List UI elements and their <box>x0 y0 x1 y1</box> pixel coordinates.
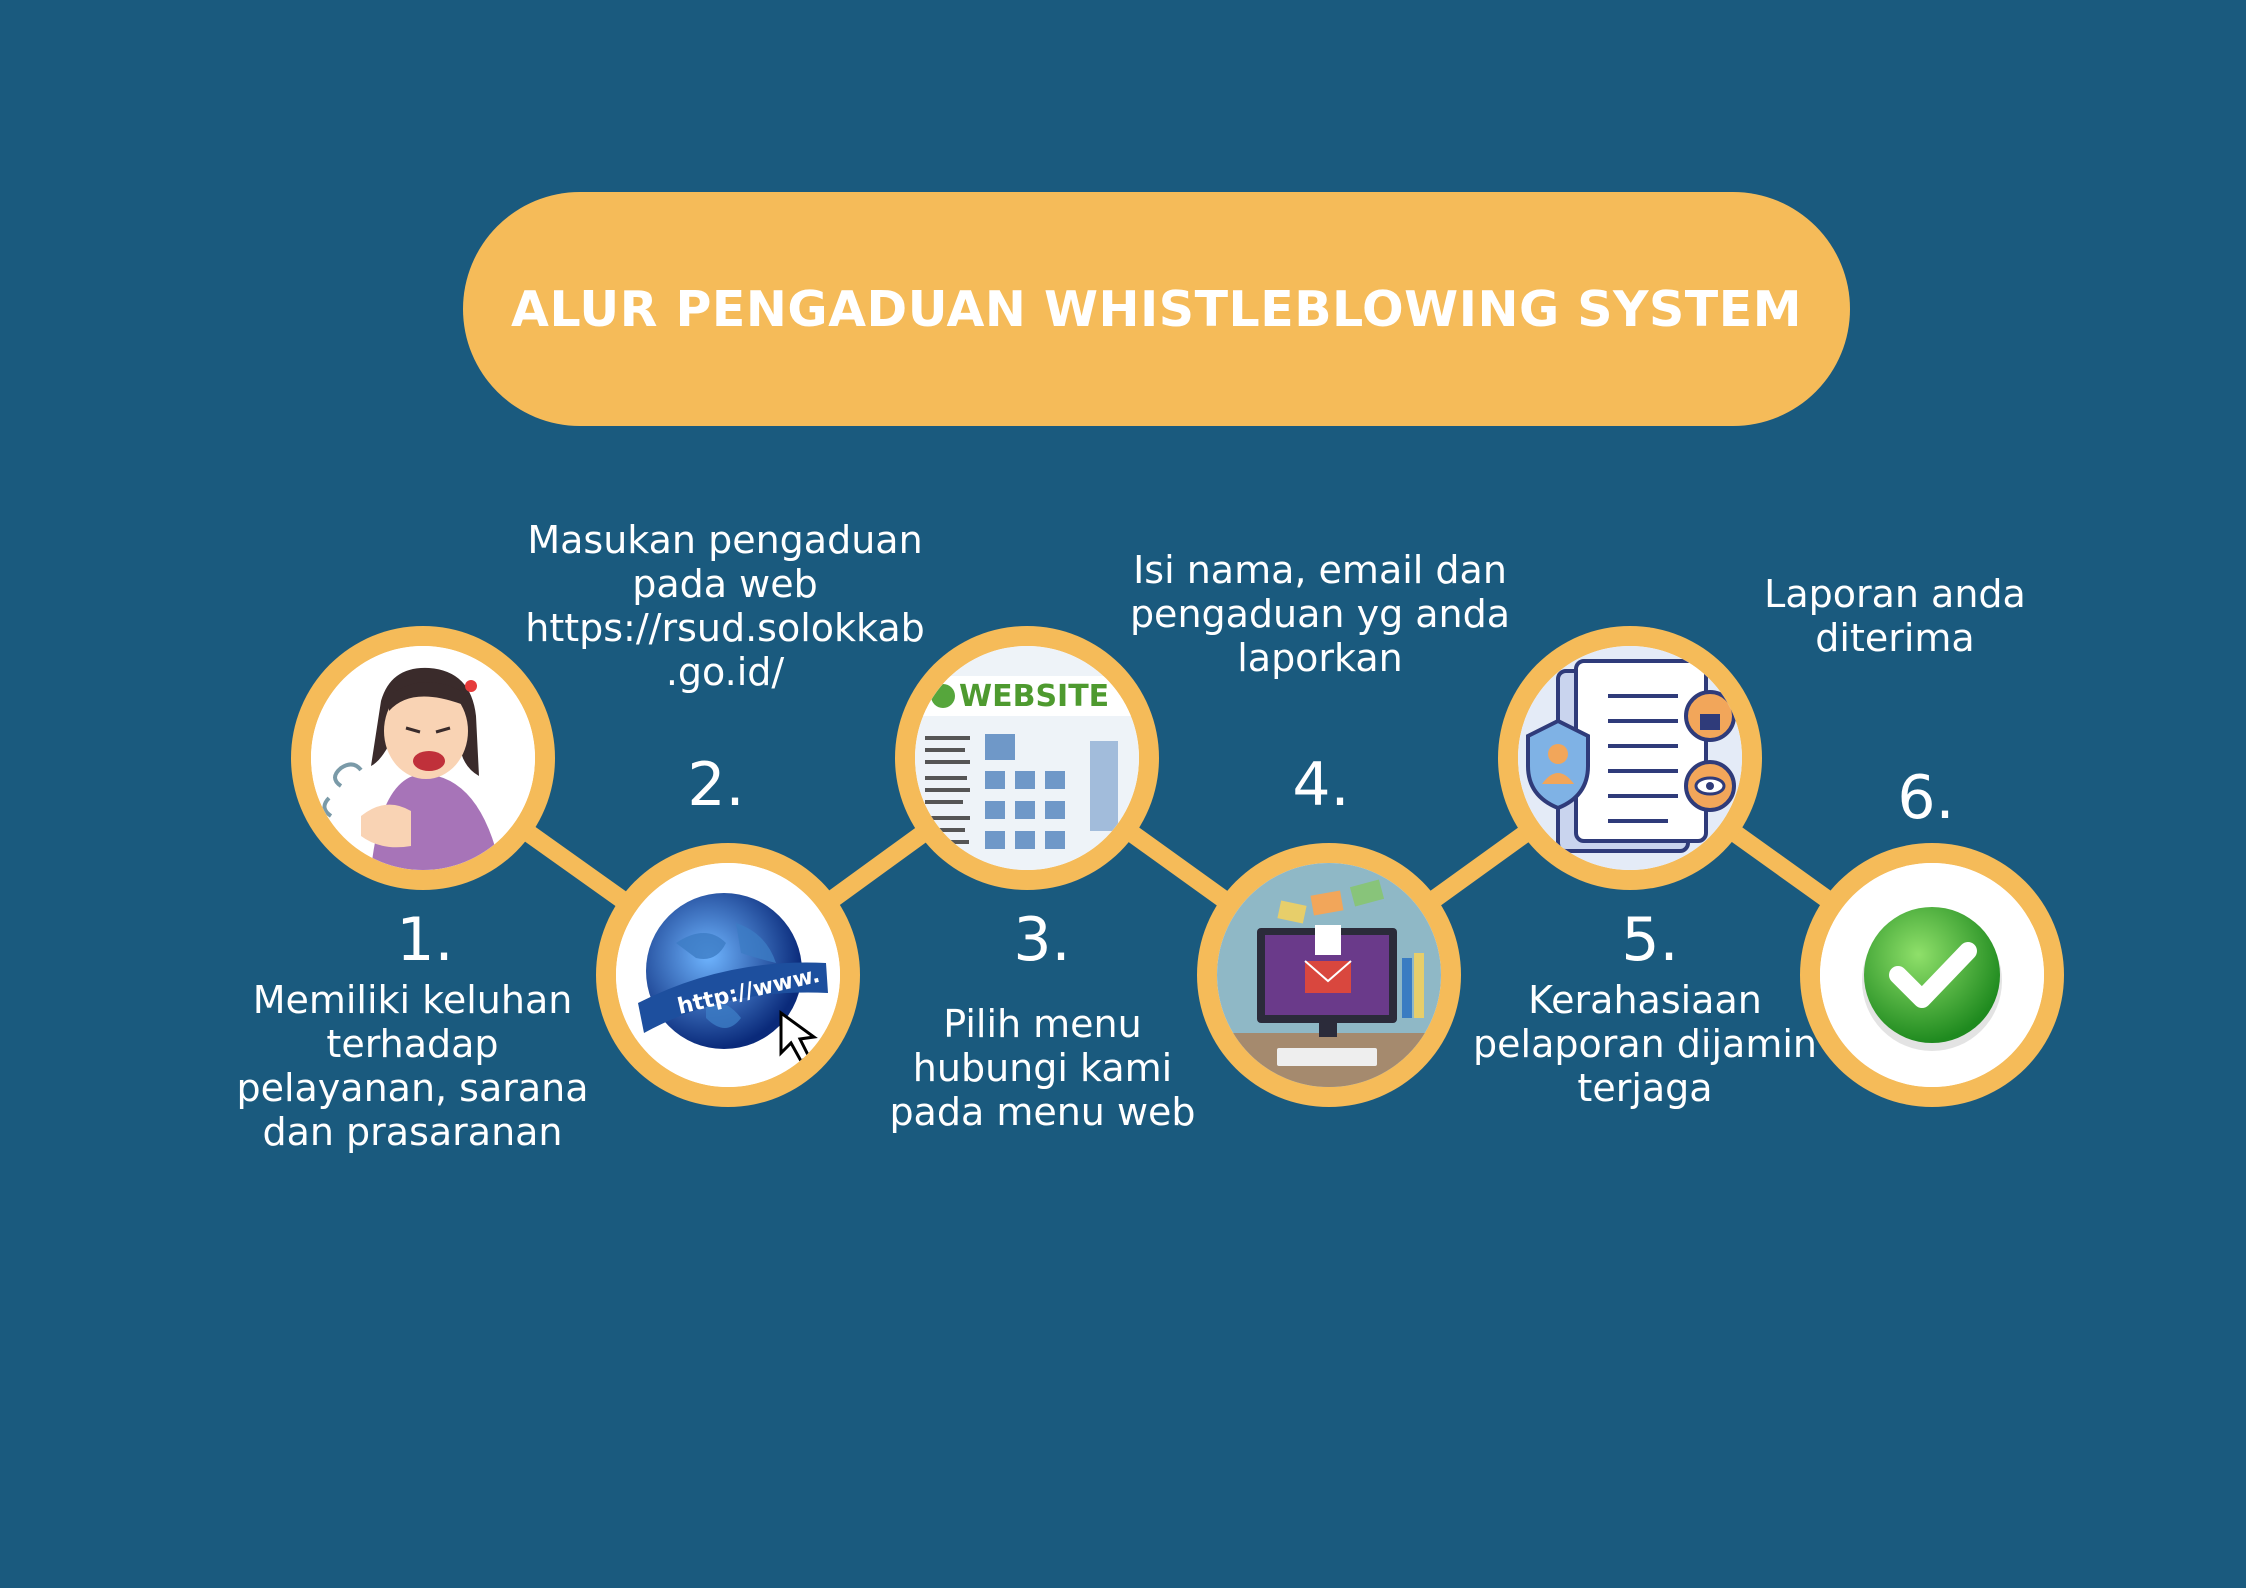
step-3-number: 3. <box>1013 905 1071 975</box>
page-title: ALUR PENGADUAN WHISTLEBLOWING SYSTEM <box>511 280 1802 338</box>
title-banner: ALUR PENGADUAN WHISTLEBLOWING SYSTEM <box>463 192 1850 426</box>
globe-http-icon: http://www. <box>616 863 840 1087</box>
website-icon: WEBSITE <box>915 646 1139 870</box>
step-3-text: Pilih menu hubungi kami pada menu web <box>889 1002 1196 1134</box>
step-2-circle: http://www. <box>596 843 860 1107</box>
step-5-number: 5. <box>1621 905 1679 975</box>
step-4-circle <box>1197 843 1461 1107</box>
step-1-circle <box>291 626 555 890</box>
step-1-text: Memiliki keluhan terhadap pelayanan, sar… <box>236 978 589 1154</box>
step-6-number: 6. <box>1897 763 1955 833</box>
step-5-circle <box>1498 626 1762 890</box>
step-2-text: Masukan pengaduan pada web https://rsud.… <box>525 518 925 694</box>
step-6-circle <box>1800 843 2064 1107</box>
confidential-document-icon <box>1518 646 1742 870</box>
step-1-number: 1. <box>396 905 454 975</box>
complaining-person-icon <box>311 646 535 870</box>
checkmark-icon <box>1820 863 2044 1087</box>
website-label: WEBSITE <box>959 679 1109 714</box>
email-computer-icon <box>1217 863 1441 1087</box>
step-3-circle: WEBSITE <box>895 626 1159 890</box>
step-6-text: Laporan anda diterima <box>1764 572 2026 660</box>
step-4-number: 4. <box>1292 750 1350 820</box>
step-5-text: Kerahasiaan pelaporan dijamin terjaga <box>1473 978 1817 1110</box>
step-2-number: 2. <box>687 750 745 820</box>
step-4-text: Isi nama, email dan pengaduan yg anda la… <box>1129 548 1511 680</box>
